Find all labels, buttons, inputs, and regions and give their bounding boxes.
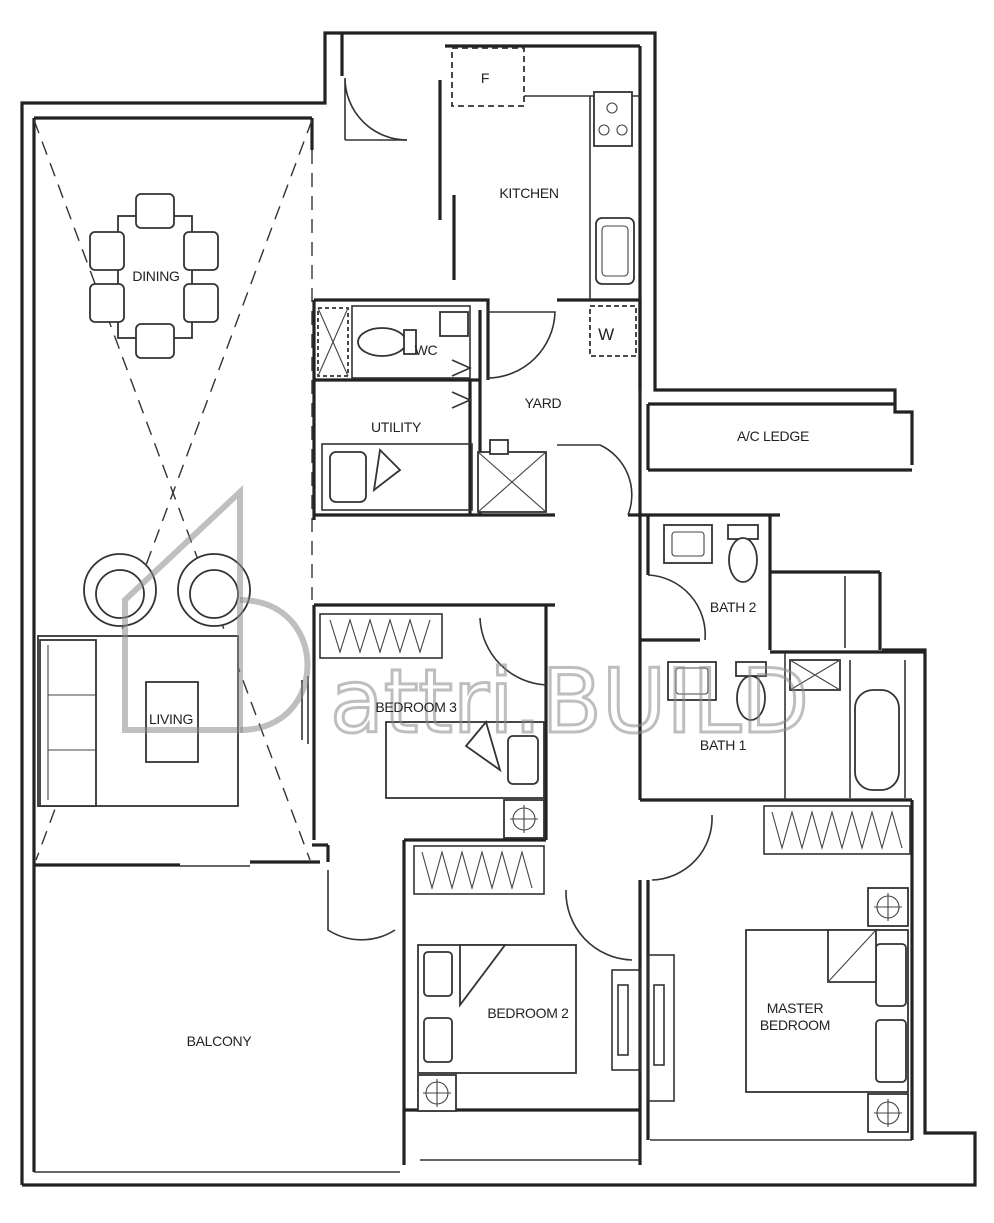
exterior-walls [20, 31, 977, 1187]
label-balcony: BALCONY [187, 1033, 253, 1049]
label-master-2: BEDROOM [760, 1017, 830, 1033]
bedroom3-wardrobe [319, 613, 443, 659]
label-bath2: BATH 2 [710, 599, 757, 615]
stove [593, 91, 633, 147]
bath1-toilet [736, 675, 766, 721]
wc-basin [439, 311, 469, 337]
label-kitchen: KITCHEN [499, 185, 558, 201]
master-furniture [647, 805, 911, 1133]
doors [301, 77, 713, 961]
coffee-table [145, 681, 199, 763]
bedroom2-wardrobe [413, 845, 545, 895]
label-bedroom2: BEDROOM 2 [487, 1005, 569, 1021]
utility-bed-pillow [329, 451, 367, 503]
fridge-outline [451, 47, 525, 107]
dining-table [117, 215, 193, 339]
label-wc: WC [415, 342, 438, 358]
bath-fixtures [663, 524, 906, 800]
label-bath1: BATH 1 [700, 737, 747, 753]
dining-set [89, 193, 219, 359]
label-bedroom3: BEDROOM 3 [375, 699, 457, 715]
kitchen-sink [595, 217, 635, 285]
label-washer: W [598, 325, 614, 344]
label-yard: YARD [525, 395, 562, 411]
master-wardrobe [763, 805, 911, 855]
bath2-basin [663, 524, 713, 564]
void-markings [33, 119, 313, 861]
bath1-tub [854, 689, 900, 791]
watermark: attri.BUILD [122, 485, 811, 755]
bath2-toilet [728, 537, 758, 583]
wc-utility-fixtures [317, 305, 547, 513]
watermark-text: attri.BUILD [330, 650, 809, 753]
living-set [37, 553, 251, 807]
label-ac-ledge: A/C LEDGE [737, 428, 809, 444]
sofa [39, 639, 97, 807]
room-labels: DINING KITCHEN F W WC UTILITY YARD A/C L… [132, 70, 830, 1049]
kitchen-fixtures [451, 47, 640, 357]
label-living: LIVING [149, 711, 193, 727]
wc-toilet [357, 327, 407, 357]
bedroom2-furniture [413, 845, 641, 1112]
bedroom3-bed [385, 721, 545, 799]
label-fridge: F [481, 70, 489, 86]
bedroom3-furniture [319, 613, 545, 839]
washer-outline [589, 305, 637, 357]
label-master-1: MASTER [767, 1000, 824, 1016]
label-utility: UTILITY [371, 419, 422, 435]
label-dining: DINING [132, 268, 179, 284]
